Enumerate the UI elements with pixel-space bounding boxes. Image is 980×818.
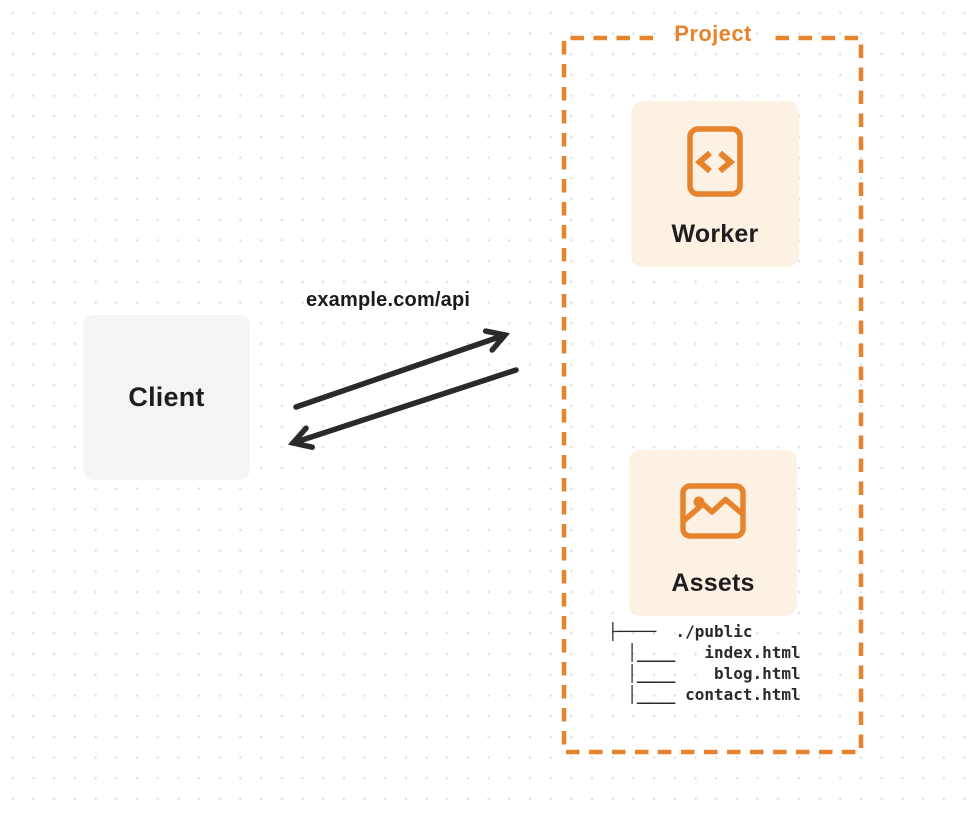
client-node: Client xyxy=(83,315,250,480)
client-label: Client xyxy=(128,382,205,412)
code-file-icon xyxy=(687,126,743,197)
tree-line-blog: │____ blog.html xyxy=(608,664,801,683)
assets-label: Assets xyxy=(671,569,755,597)
request-url-label: example.com/api xyxy=(306,289,471,311)
assets-node: Assets xyxy=(629,450,797,616)
tree-line-index: │____ index.html xyxy=(608,643,801,662)
worker-node: Worker xyxy=(631,101,799,267)
assets-file-tree: ├──── ./public │____ index.html │____ bl… xyxy=(608,621,801,705)
worker-label: Worker xyxy=(671,220,759,248)
image-icon xyxy=(680,483,746,539)
project-boundary xyxy=(561,35,864,755)
tree-line-root: ├──── ./public xyxy=(608,622,753,641)
project-title: Project xyxy=(674,21,752,46)
response-arrow xyxy=(293,367,519,443)
tree-line-contact: │____ contact.html xyxy=(608,685,801,704)
request-arrow xyxy=(293,335,505,410)
